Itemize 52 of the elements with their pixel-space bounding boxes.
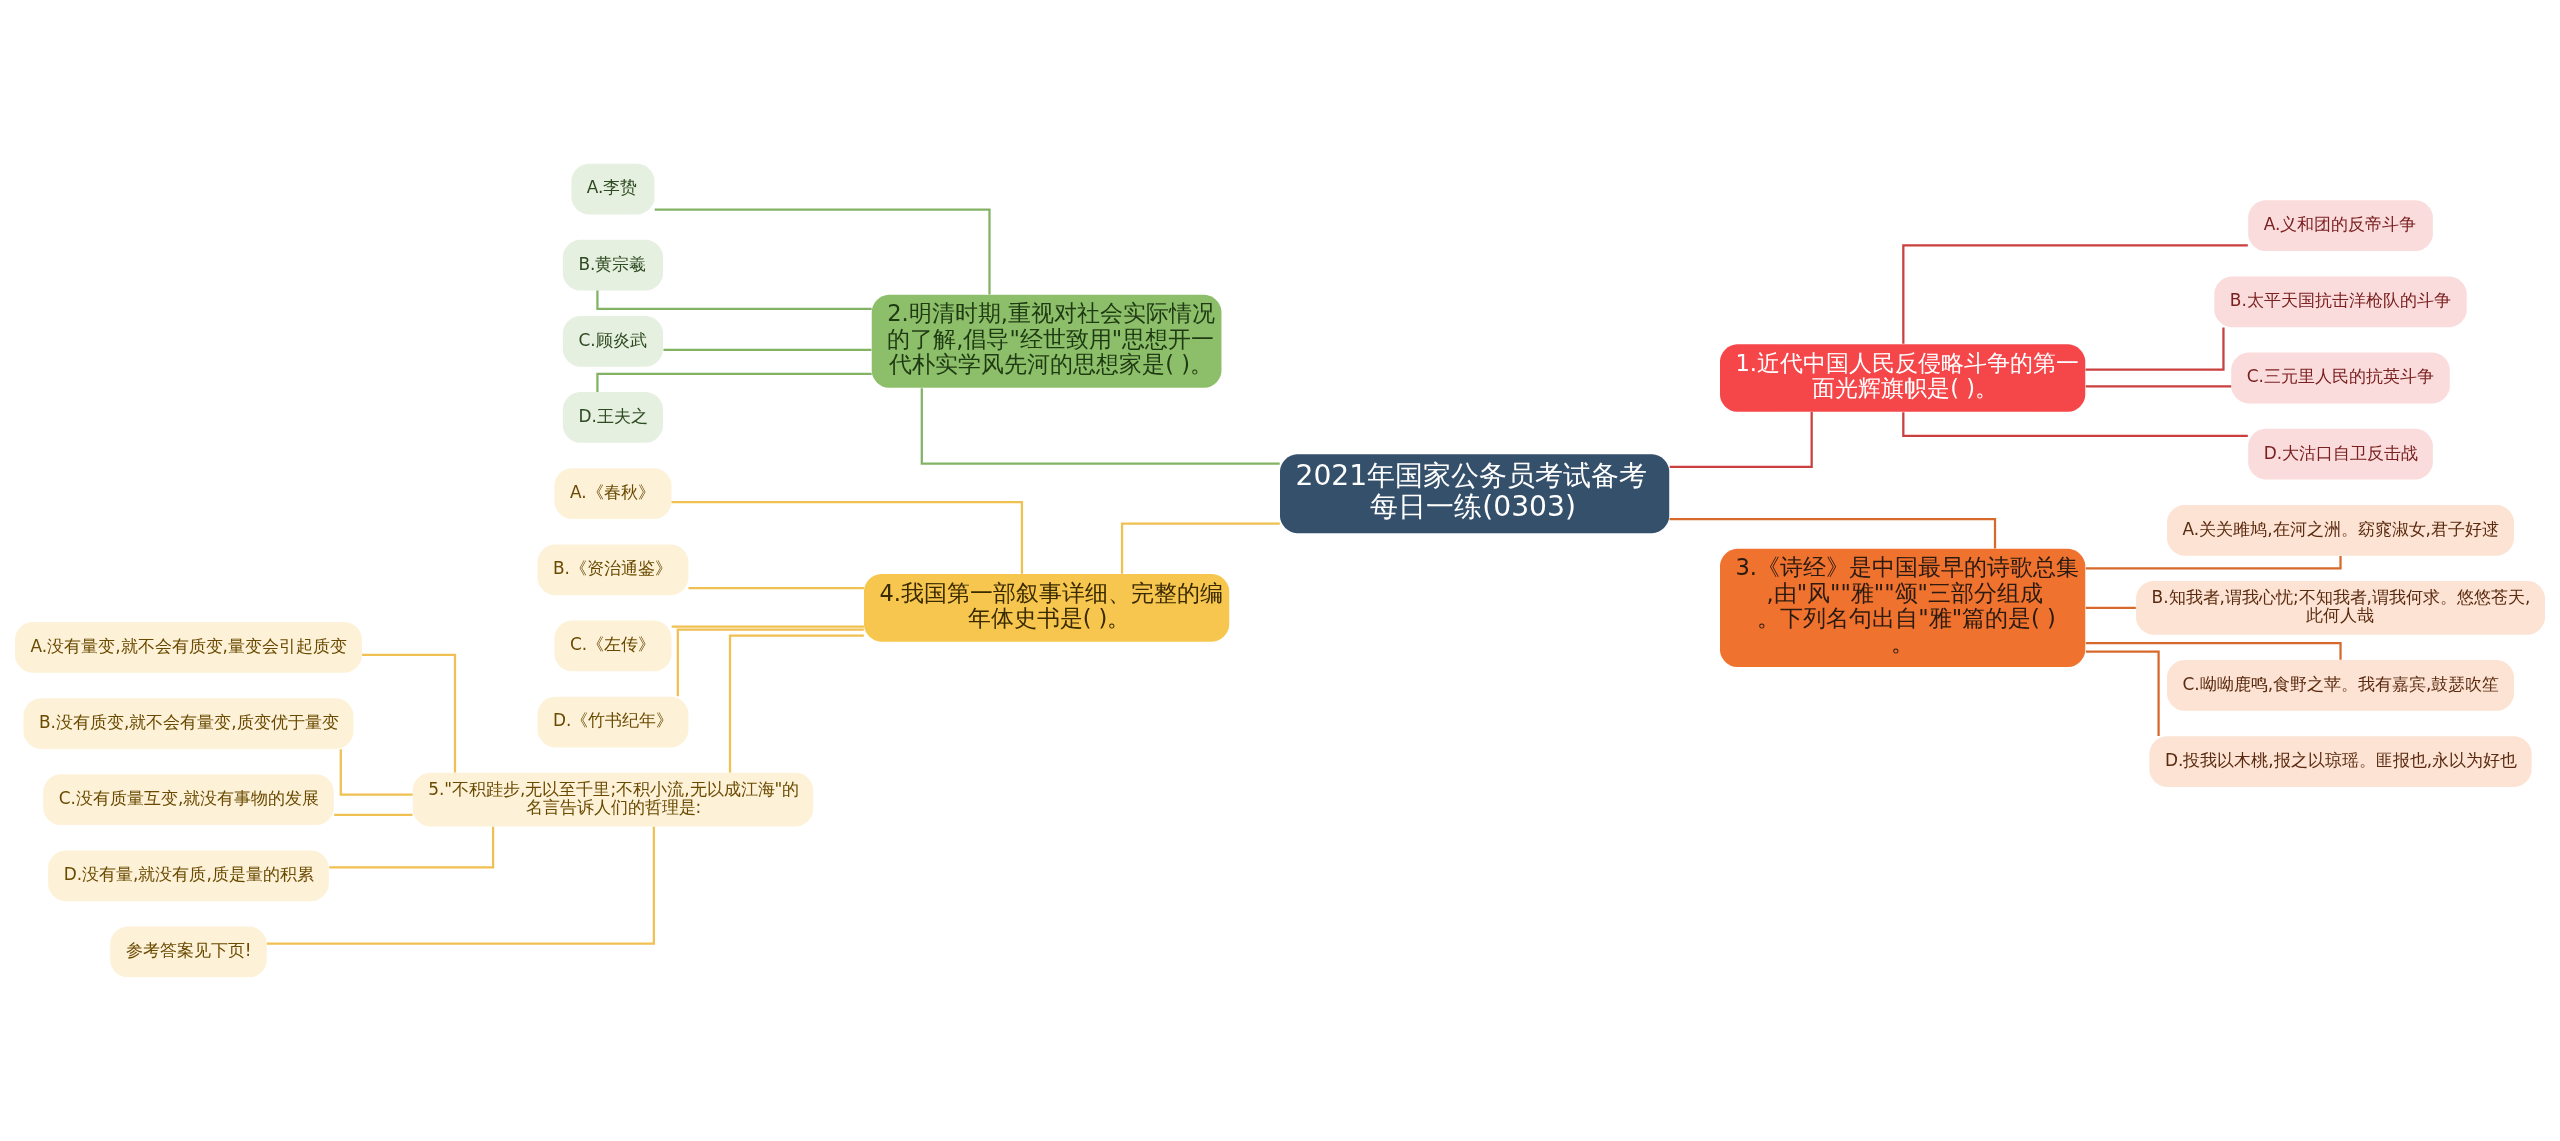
connector — [2085, 555, 2342, 570]
connector — [2085, 385, 2232, 388]
node-box: 5."不积跬步,无以至千里;不积小流,无以成江海"的名言告诉人们的哲理是: — [412, 772, 814, 827]
connector — [334, 813, 413, 817]
connector — [671, 625, 864, 628]
connector — [671, 500, 1024, 574]
connector — [2085, 642, 2342, 660]
node-box: D.王夫之 — [562, 392, 663, 443]
connector — [2085, 606, 2136, 609]
node-box: A.《春秋》 — [554, 468, 672, 520]
node-box: D.大沽口自卫反击战 — [2248, 428, 2433, 480]
node-box: A.义和团的反帝斗争 — [2248, 200, 2433, 252]
node-box: C.三元里人民的抗英斗争 — [2231, 352, 2450, 404]
connector — [688, 587, 864, 590]
node-box: B.黄宗羲 — [562, 239, 663, 291]
node-box: 3.《诗经》是中国最早的诗歌总集,由"风""雅""颂"三部分组成。下列名句出自"雅"篇的是( )。 — [1720, 548, 2086, 668]
connector — [339, 749, 413, 796]
connector — [676, 628, 864, 697]
connector — [920, 388, 1280, 465]
node-box: A.李贽 — [571, 163, 655, 215]
node-box: C.《左传》 — [554, 620, 672, 672]
node-box: 2021年国家公务员考试备考每日一练(0303) — [1280, 454, 1670, 534]
connector — [596, 372, 872, 393]
node-box: D.投我以木桃,报之以琼瑶。匪报也,永以为好也 — [2149, 736, 2532, 787]
connector — [2085, 327, 2225, 371]
connector — [728, 634, 864, 773]
connector — [329, 826, 495, 869]
node-box: C.呦呦鹿鸣,食野之苹。我有嘉宾,鼓瑟吹笙 — [2167, 660, 2514, 711]
connector — [362, 653, 457, 773]
connector — [663, 348, 872, 351]
node-box: B.《资治通鉴》 — [537, 544, 689, 596]
node-box: 2.明清时期,重视对社会实际情况的了解,倡导"经世致用"思想开一代朴实学风先河的思想家是( )。 — [871, 294, 1222, 388]
node-box: B.太平天国抗击洋枪队的斗争 — [2214, 276, 2467, 328]
node-box: B.知我者,谓我心忧;不知我者,谓我何求。悠悠苍天,此何人哉 — [2136, 581, 2545, 635]
connector — [1902, 244, 2248, 344]
connector — [1120, 522, 1280, 574]
node-box: C.顾炎武 — [562, 315, 663, 367]
node-box: D.没有量,就没有质,质是量的积累 — [48, 850, 329, 902]
node-box: C.没有质量互变,就没有事物的发展 — [43, 774, 334, 826]
connector — [1902, 412, 2248, 437]
connector — [654, 208, 991, 295]
connector — [596, 290, 872, 311]
connector — [2085, 650, 2160, 737]
node-box: B.没有质变,就不会有量变,质变优于量变 — [23, 698, 354, 749]
connector — [266, 826, 655, 945]
node-box: D.《竹书纪年》 — [537, 696, 689, 748]
node-box: 1.近代中国人民反侵略斗争的第一面光辉旗帜是( )。 — [1720, 344, 2086, 412]
node-box: A.没有量变,就不会有质变,量变会引起质变 — [15, 621, 362, 673]
node-box: A.关关雎鸠,在河之洲。窈窕淑女,君子好逑 — [2167, 504, 2514, 556]
node-box: 4.我国第一部叙事详细、完整的编年体史书是( )。 — [863, 574, 1230, 642]
node-box: 参考答案见下页! — [110, 926, 267, 978]
connector — [1669, 412, 1813, 468]
